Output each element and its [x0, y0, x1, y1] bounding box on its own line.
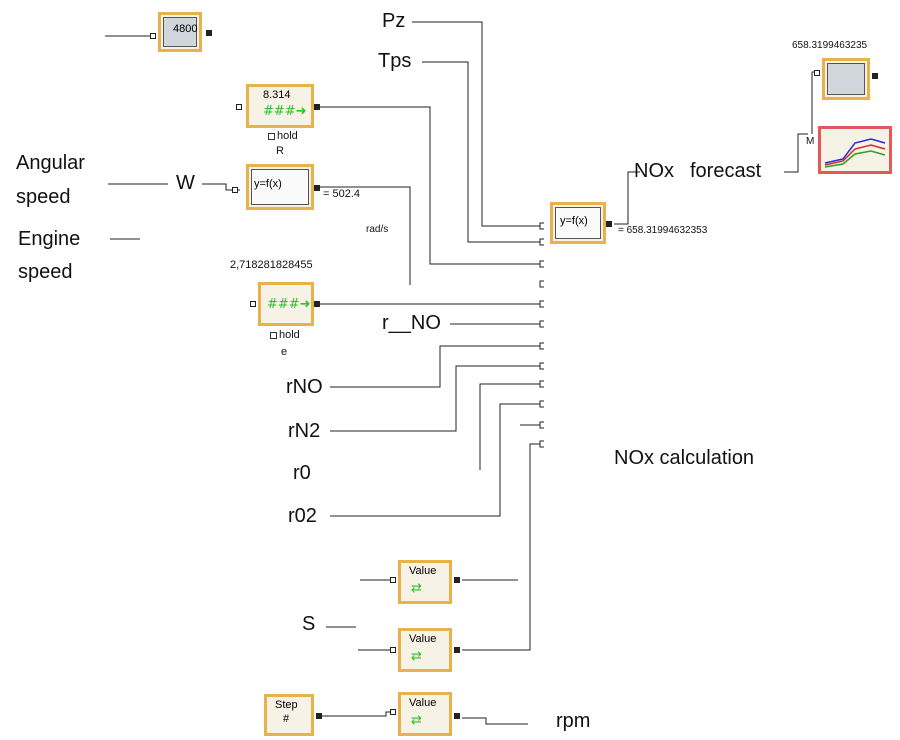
func-w-out-port[interactable]: [314, 185, 320, 191]
plot-tag: M: [806, 136, 815, 147]
wire-nox: [614, 171, 640, 225]
wire-forecast: [784, 133, 808, 173]
s-label: S: [302, 613, 316, 635]
step-block[interactable]: Step #: [264, 694, 314, 736]
const-e-in-port[interactable]: [250, 301, 256, 307]
value-block-3[interactable]: Value ⇄: [398, 692, 452, 736]
angular-speed-label-1: Angular: [16, 152, 85, 174]
wire-pz: [412, 21, 540, 227]
func-main-inner: [555, 207, 601, 239]
display-right-in-port[interactable]: [814, 70, 820, 76]
nox-label: NOx: [634, 160, 674, 182]
wire-w-out: [318, 186, 411, 285]
angular-speed-label-2: speed: [16, 186, 71, 208]
wire-rpm: [462, 717, 528, 725]
display-right-value: 658.3199463235: [792, 40, 868, 51]
value-1-in-port[interactable]: [390, 577, 396, 583]
const-e-block[interactable]: ###➜: [258, 282, 314, 326]
value-2-in-port[interactable]: [390, 647, 396, 653]
green-arrow-icon: ⇄: [411, 713, 422, 728]
step-out-port[interactable]: [316, 713, 322, 719]
hold-label-e: hold: [279, 329, 300, 341]
wire-tps: [422, 61, 540, 243]
plot-block[interactable]: [818, 126, 892, 174]
rn2-label: rN2: [288, 420, 321, 442]
wire-step: [322, 711, 392, 717]
nox-calculation-label: NOx calculation: [614, 447, 755, 469]
const-r-name: R: [276, 145, 284, 157]
rno-label: rNO: [286, 376, 323, 398]
wire-rno: [330, 345, 540, 388]
green-arrow-icon: ⇄: [411, 581, 422, 596]
const-e-name: e: [281, 346, 288, 358]
engine-speed-label-1: Engine: [18, 228, 81, 250]
line-chart-icon: [824, 138, 886, 168]
step-sub: #: [283, 713, 290, 725]
display-top-in-port[interactable]: [150, 33, 156, 39]
wire-r: [318, 106, 540, 265]
green-arrow-icon: ###➜: [263, 104, 307, 119]
display-top-value: 4800: [173, 23, 198, 35]
value-3-out-port[interactable]: [454, 713, 460, 719]
const-r-value: 8.314: [263, 89, 291, 101]
value-1-out-port[interactable]: [454, 577, 460, 583]
value-3-in-port[interactable]: [390, 709, 396, 715]
const-e-out-port[interactable]: [314, 301, 320, 307]
r-no-label: r__NO: [382, 312, 441, 334]
display-block-right[interactable]: [822, 58, 870, 100]
hold-label-r: hold: [277, 130, 298, 142]
value-block-2[interactable]: Value ⇄: [398, 628, 452, 672]
monitor-icon: [827, 63, 865, 95]
pz-label: Pz: [382, 10, 406, 32]
step-label: Step: [275, 699, 298, 711]
func-w-unit: rad/s: [366, 224, 389, 235]
const-e-top-value: 2,718281828455: [230, 259, 313, 271]
const-r-out-port[interactable]: [314, 104, 320, 110]
forecast-label: forecast: [690, 160, 762, 182]
r0-label: r0: [293, 462, 311, 484]
w-label: W: [176, 172, 195, 194]
wire-value2: [462, 443, 540, 651]
r02-label: r02: [288, 505, 317, 527]
engine-speed-label-2: speed: [18, 261, 73, 283]
func-w-block[interactable]: y=f(x): [246, 164, 314, 210]
wire-r0: [479, 383, 540, 470]
func-main-out-port[interactable]: [606, 221, 612, 227]
const-r-in-port[interactable]: [236, 104, 242, 110]
func-w-result: = 502.4: [323, 188, 361, 200]
display-block-top[interactable]: 4800: [158, 12, 202, 52]
const-r-block[interactable]: 8.314 ###➜: [246, 84, 314, 128]
hold-checkbox-r[interactable]: [268, 133, 275, 140]
func-w-in-port[interactable]: [232, 187, 238, 193]
rpm-label: rpm: [556, 710, 591, 732]
green-arrow-icon: ###➜: [267, 297, 311, 312]
wire-rn2: [330, 365, 540, 432]
monitor-icon: [163, 17, 197, 47]
value-2-out-port[interactable]: [454, 647, 460, 653]
value-block-1[interactable]: Value ⇄: [398, 560, 452, 604]
hold-checkbox-e[interactable]: [270, 332, 277, 339]
value-3-label: Value: [409, 697, 437, 709]
func-main-block[interactable]: y=f(x): [550, 202, 606, 244]
display-top-out-port[interactable]: [206, 30, 212, 36]
func-input-ticks: [539, 222, 544, 448]
wire-r02: [330, 403, 540, 517]
func-w-inner: [251, 169, 309, 205]
func-w-label: y=f(x): [254, 178, 282, 190]
value-2-label: Value: [409, 633, 437, 645]
wire-display-right: [811, 71, 818, 134]
func-main-result: = 658.31994632353: [618, 225, 708, 236]
display-right-out-port[interactable]: [872, 73, 878, 79]
tps-label: Tps: [378, 50, 412, 72]
value-1-label: Value: [409, 565, 437, 577]
func-main-label: y=f(x): [560, 215, 588, 227]
green-arrow-icon: ⇄: [411, 649, 422, 664]
